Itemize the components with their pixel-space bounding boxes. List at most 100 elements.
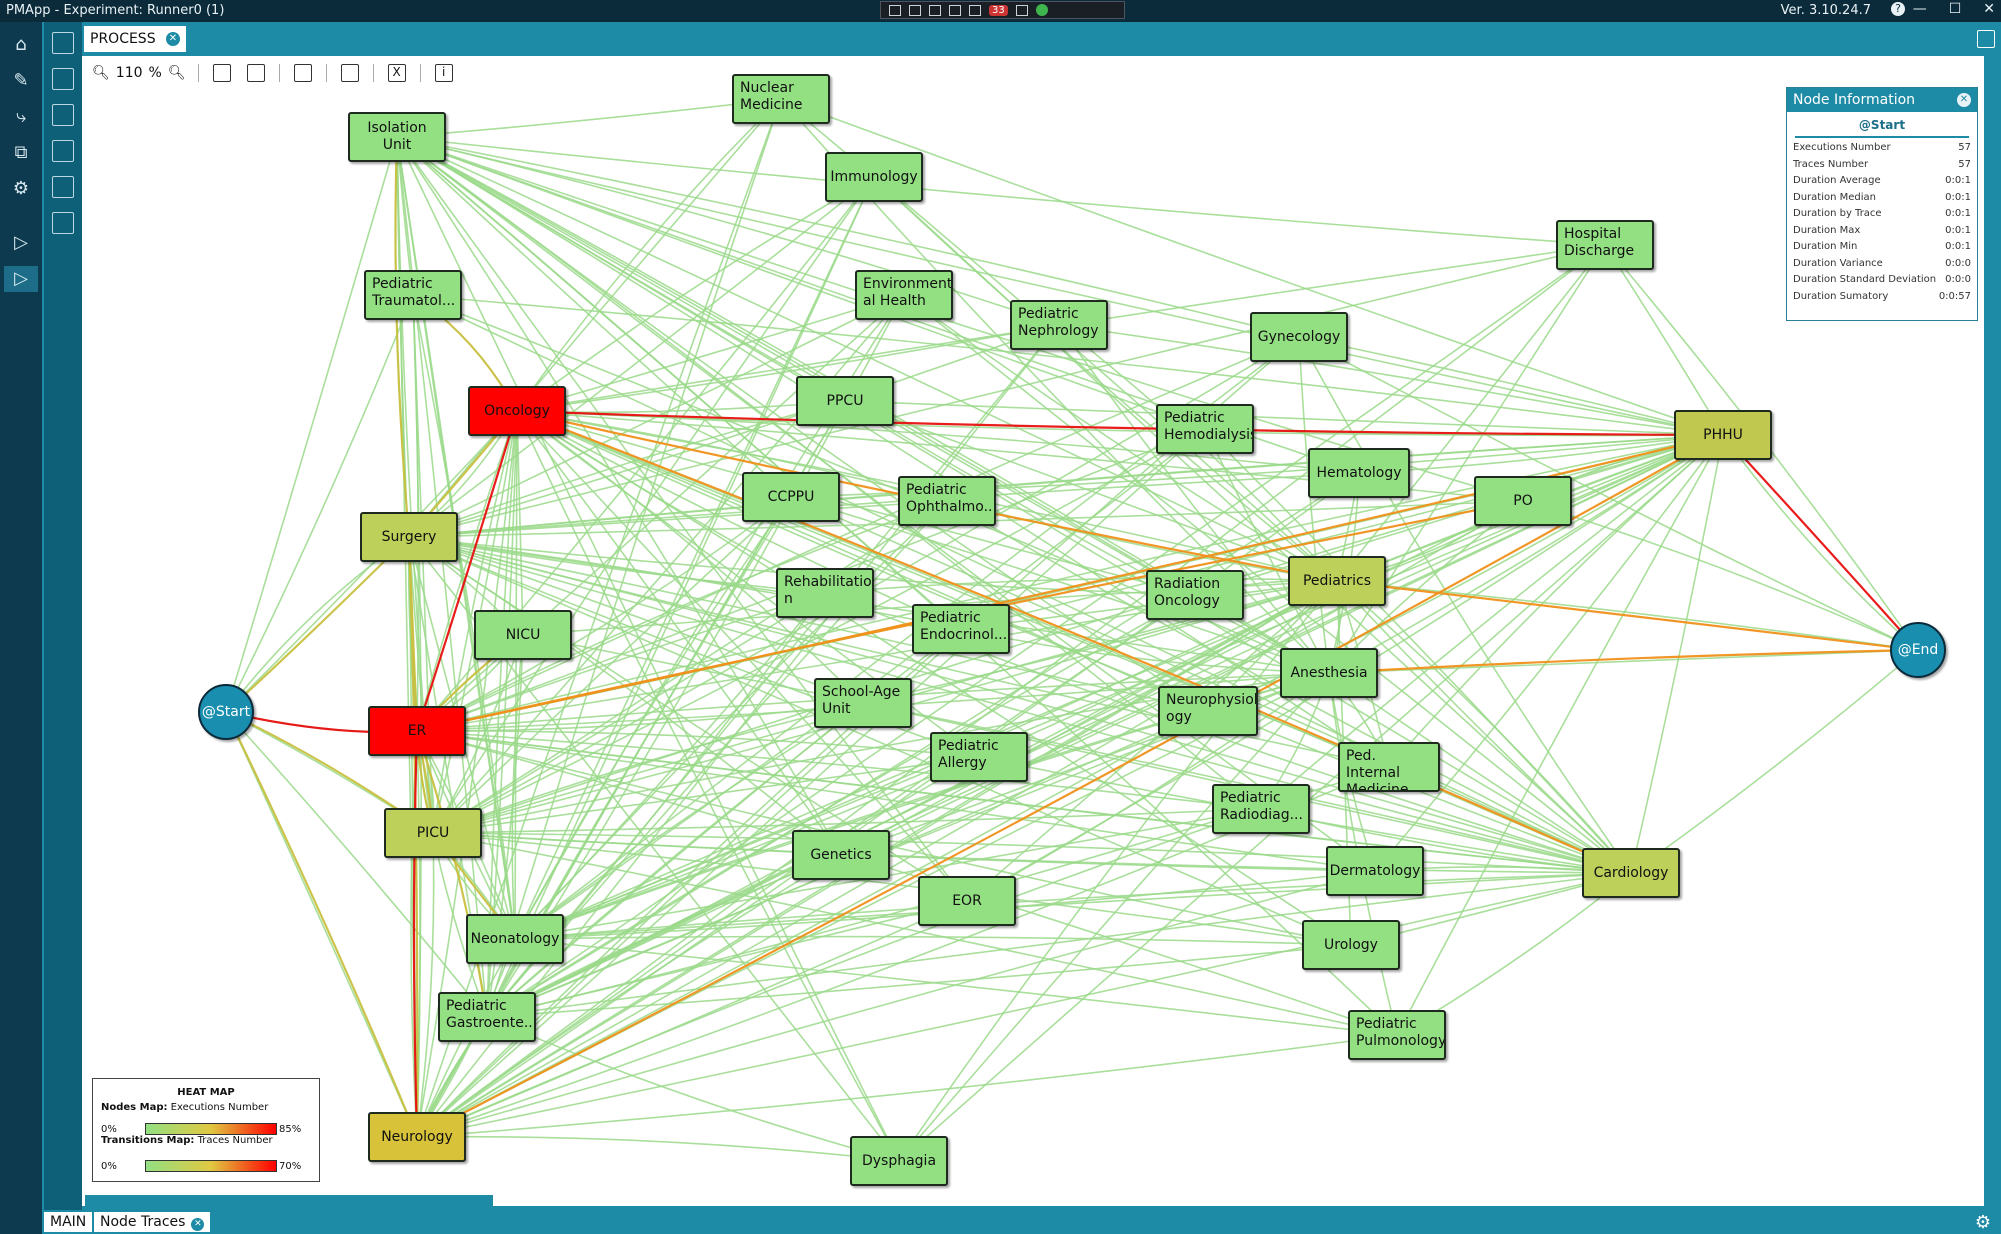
dock-icon[interactable]	[909, 4, 921, 16]
trash-icon[interactable]	[246, 64, 265, 82]
excel-export-icon[interactable]: X	[387, 64, 406, 82]
panel-header: Node Information ✕	[1787, 88, 1977, 112]
transition-edge	[416, 900, 968, 1138]
horizontal-scrollbar[interactable]	[85, 1195, 493, 1206]
node-pedtrauma[interactable]: Pediatric Traumatol...	[364, 270, 462, 320]
node-pedgastro[interactable]: Pediatric Gastroente...	[438, 992, 536, 1042]
node-pedendo[interactable]: Pediatric Endocrinol...	[912, 604, 1010, 654]
node-hospdis[interactable]: Hospital Discharge	[1556, 220, 1654, 270]
node-dermatology[interactable]: Dermatology	[1326, 846, 1424, 896]
console-icon[interactable]	[52, 212, 74, 234]
node-pednephro[interactable]: Pediatric Nephrology	[1010, 300, 1108, 350]
close-panel-icon[interactable]: ✕	[1957, 93, 1971, 107]
record-count-badge[interactable]: 33	[989, 4, 1008, 16]
zoom-out-icon[interactable]: 🔍︎	[92, 65, 110, 81]
dock-icon[interactable]	[889, 4, 901, 16]
node-anesthesia[interactable]: Anesthesia	[1280, 648, 1378, 698]
node-pedinternal[interactable]: Ped. Internal Medicine	[1338, 742, 1440, 792]
node-envhealth[interactable]: Environment al Health	[855, 270, 953, 320]
node-pediatrics[interactable]: Pediatrics	[1288, 556, 1386, 606]
node-surgery[interactable]: Surgery	[360, 512, 458, 562]
node-ccppu[interactable]: CCPPU	[742, 472, 840, 522]
bottom-bar: MAIN Node Traces✕ ⚙	[42, 1210, 2001, 1234]
node-nicu[interactable]: NICU	[474, 610, 572, 660]
node-start[interactable]: @Start	[198, 684, 254, 740]
node-nuclear[interactable]: Nuclear Medicine	[732, 74, 830, 124]
minimize-button[interactable]: —	[1912, 1, 1927, 17]
gear-icon[interactable]: ⚙	[12, 178, 30, 199]
node-end[interactable]: @End	[1890, 622, 1946, 678]
node-radonc[interactable]: Radiation Oncology	[1146, 570, 1244, 620]
node-er[interactable]: ER	[368, 706, 466, 756]
transition-edge	[1204, 428, 1330, 674]
node-neurology[interactable]: Neurology	[368, 1112, 466, 1162]
node-cardiology[interactable]: Cardiology	[1582, 848, 1680, 898]
image-export-icon[interactable]	[212, 64, 231, 82]
node-picu[interactable]: PICU	[384, 808, 482, 858]
node-dysphagia[interactable]: Dysphagia	[850, 1136, 948, 1186]
node-isolation[interactable]: Isolation Unit	[348, 112, 446, 162]
window-close-icon[interactable]	[340, 64, 359, 82]
node-eor[interactable]: EOR	[918, 876, 1016, 926]
node-hematology[interactable]: Hematology	[1308, 448, 1410, 498]
zoom-value[interactable]: 110	[115, 65, 143, 81]
node-urology[interactable]: Urology	[1302, 920, 1400, 970]
node-pedhemo[interactable]: Pediatric Hemodialysis	[1156, 404, 1254, 454]
transition-edge	[486, 98, 783, 1018]
briefcase-icon[interactable]	[52, 176, 74, 198]
diagram-icon[interactable]: ⧉	[14, 142, 28, 163]
tab-node-traces[interactable]: Node Traces✕	[94, 1212, 211, 1232]
node-pedallergy[interactable]: Pediatric Allergy	[930, 732, 1028, 782]
transition-edge	[514, 756, 980, 940]
transition-edge	[432, 496, 792, 834]
info-row-value: 0:0:1	[1945, 191, 1971, 203]
node-schoolage[interactable]: School-Age Unit	[814, 678, 912, 728]
transition-edge	[898, 580, 1338, 1162]
node-pedpulmo[interactable]: Pediatric Pulmonology	[1348, 1010, 1446, 1060]
vertical-scrollbar[interactable]	[1988, 220, 1996, 348]
dock-icon[interactable]	[969, 4, 981, 16]
node-pedradio[interactable]: Pediatric Radiodiag...	[1212, 784, 1310, 834]
node-neurophys[interactable]: Neurophysiol ogy	[1158, 686, 1258, 736]
maximize-button[interactable]: ☐	[1948, 1, 1962, 17]
check-icon[interactable]	[1035, 4, 1048, 16]
node-gyneco[interactable]: Gynecology	[1250, 312, 1348, 362]
close-window-button[interactable]: ✕	[1983, 1, 1995, 17]
tab-main[interactable]: MAIN	[44, 1212, 93, 1232]
bar-chart-icon[interactable]	[52, 104, 74, 126]
node-neonatology[interactable]: Neonatology	[466, 914, 564, 964]
columns-icon[interactable]	[52, 68, 74, 90]
dock-icon[interactable]	[1015, 4, 1028, 16]
node-rehab[interactable]: Rehabilitatio n	[776, 568, 874, 618]
flow-icon[interactable]: ⤷	[15, 106, 27, 127]
home-icon[interactable]: ⌂	[15, 34, 27, 55]
node-pedophth[interactable]: Pediatric Ophthalmo...	[898, 476, 996, 526]
tool-column	[44, 22, 82, 1210]
save-icon[interactable]	[293, 64, 312, 82]
close-tab-icon[interactable]: ✕	[191, 1218, 205, 1231]
node-oncology[interactable]: Oncology	[468, 386, 566, 436]
close-tab-icon[interactable]: ✕	[166, 32, 180, 46]
info-row-value: 0:0:1	[1945, 208, 1971, 219]
tab-process[interactable]: PROCESS ✕	[84, 26, 186, 52]
layers-icon[interactable]	[52, 32, 74, 54]
edit-icon[interactable]: ✎	[13, 70, 29, 91]
panel-settings-icon[interactable]	[1977, 30, 1995, 48]
node-ppcu[interactable]: PPCU	[796, 376, 894, 426]
grid-icon[interactable]	[52, 140, 74, 162]
help-icon[interactable]: ?	[1891, 2, 1905, 16]
settings-gear-icon[interactable]: ⚙	[1974, 1212, 1991, 1233]
node-genetics[interactable]: Genetics	[792, 830, 890, 880]
zoom-in-icon[interactable]: 🔍︎	[167, 65, 186, 81]
info-icon[interactable]: i	[434, 64, 453, 82]
play-icon[interactable]: ▷	[14, 232, 28, 253]
dock-icon[interactable]	[949, 4, 961, 16]
dock-icon[interactable]	[929, 4, 941, 16]
node-po[interactable]: PO	[1474, 476, 1572, 526]
node-phhu[interactable]: PHHU	[1674, 410, 1772, 460]
run-icon[interactable]: ▷	[4, 266, 38, 292]
node-immunology[interactable]: Immunology	[825, 152, 923, 202]
